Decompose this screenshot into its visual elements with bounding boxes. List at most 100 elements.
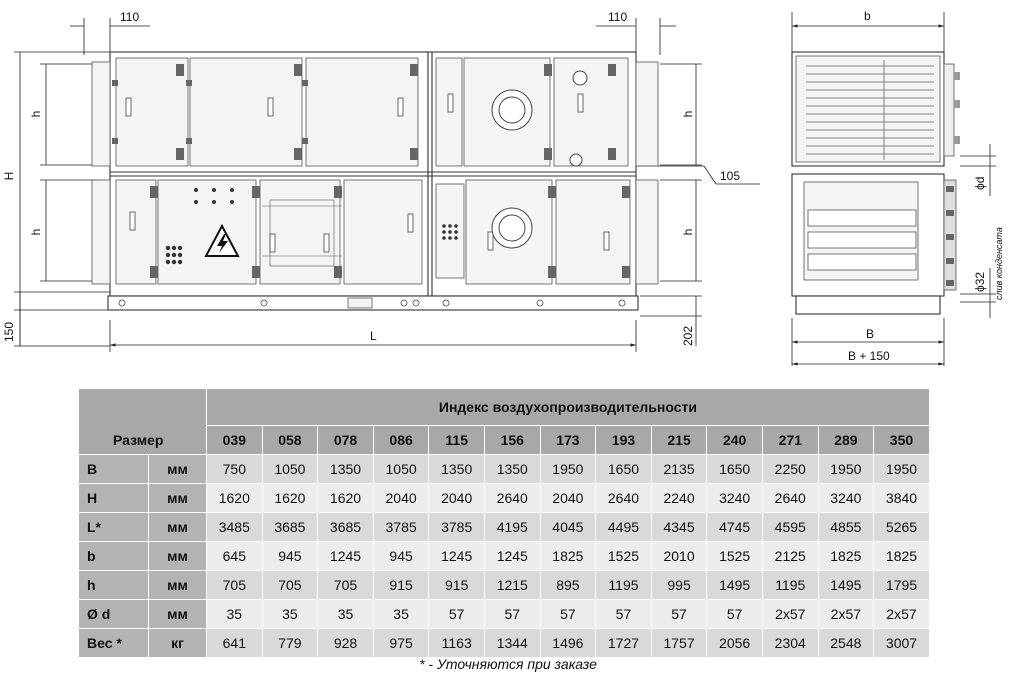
- index-cell: 039: [206, 425, 263, 455]
- value-cell: 1195: [761, 570, 819, 600]
- value-cell: 1525: [595, 541, 652, 571]
- dim-150: 150: [2, 322, 16, 342]
- unit-drawing: 110 110 H h h 150 h h: [2, 9, 1004, 366]
- value-cell: 5265: [873, 512, 930, 542]
- value-cell: 1245: [317, 541, 374, 571]
- value-cell: 1350: [428, 454, 485, 484]
- value-cell: 2040: [428, 483, 485, 513]
- index-cell: 156: [483, 425, 541, 455]
- value-cell: 1495: [706, 570, 763, 600]
- value-cell: 3685: [261, 512, 319, 542]
- size-header: Размер: [77, 388, 208, 455]
- dim-h-upper-left: h: [29, 111, 43, 118]
- value-cell: 3785: [428, 512, 485, 542]
- value-cell: 4195: [483, 512, 541, 542]
- value-cell: 1496: [539, 628, 597, 658]
- value-cell: 1620: [317, 483, 374, 513]
- value-cell: 2010: [650, 541, 708, 571]
- value-cell: 1825: [817, 541, 875, 571]
- value-cell: 3785: [372, 512, 430, 542]
- value-cell: 1620: [206, 483, 263, 513]
- value-cell: 3685: [317, 512, 374, 542]
- row-unit: мм: [147, 454, 208, 484]
- dim-110-right: 110: [608, 10, 627, 24]
- value-cell: 2304: [761, 628, 819, 658]
- dim-H: H: [2, 172, 16, 181]
- value-cell: 705: [206, 570, 263, 600]
- row-unit: мм: [147, 599, 208, 629]
- index-cell: 115: [428, 425, 485, 455]
- value-cell: 705: [317, 570, 374, 600]
- index-cell: 078: [317, 425, 374, 455]
- value-cell: 895: [539, 570, 597, 600]
- value-cell: 1350: [317, 454, 374, 484]
- value-cell: 641: [206, 628, 263, 658]
- row-name: Вес *: [78, 628, 149, 658]
- value-cell: 1950: [873, 454, 930, 484]
- value-cell: 1495: [817, 570, 875, 600]
- value-cell: 2x57: [817, 599, 875, 629]
- value-cell: 1825: [539, 541, 597, 571]
- value-cell: 57: [539, 599, 597, 629]
- value-cell: 1650: [706, 454, 763, 484]
- value-cell: 3840: [873, 483, 930, 513]
- value-cell: 4745: [706, 512, 763, 542]
- value-cell: 945: [261, 541, 319, 571]
- dim-b: b: [864, 9, 871, 23]
- value-cell: 2056: [706, 628, 763, 658]
- index-cell: 173: [539, 425, 597, 455]
- row-unit: мм: [147, 541, 208, 571]
- dim-202: 202: [681, 326, 695, 346]
- value-cell: 2640: [761, 483, 819, 513]
- value-cell: 750: [206, 454, 263, 484]
- dim-phi-32: ϕ32: [973, 272, 987, 292]
- dim-B-plus-150: B + 150: [848, 349, 890, 363]
- value-cell: 1950: [539, 454, 597, 484]
- value-cell: 995: [650, 570, 708, 600]
- value-cell: 3240: [817, 483, 875, 513]
- value-cell: 1757: [650, 628, 708, 658]
- side-view: b: [791, 9, 1004, 366]
- value-cell: 4345: [650, 512, 708, 542]
- value-cell: 1050: [261, 454, 319, 484]
- index-cell: 271: [761, 425, 819, 455]
- value-cell: 1195: [595, 570, 652, 600]
- value-cell: 1050: [372, 454, 430, 484]
- value-cell: 2x57: [873, 599, 930, 629]
- value-cell: 35: [261, 599, 319, 629]
- value-cell: 57: [428, 599, 485, 629]
- dim-h-lower-right: h: [681, 229, 695, 236]
- value-cell: 928: [317, 628, 374, 658]
- value-cell: 1245: [483, 541, 541, 571]
- row-unit: мм: [147, 570, 208, 600]
- value-cell: 945: [372, 541, 430, 571]
- value-cell: 1163: [428, 628, 485, 658]
- index-cell: 086: [372, 425, 430, 455]
- value-cell: 3240: [706, 483, 763, 513]
- value-cell: 1950: [817, 454, 875, 484]
- value-cell: 915: [428, 570, 485, 600]
- value-cell: 2548: [817, 628, 875, 658]
- value-cell: 975: [372, 628, 430, 658]
- value-cell: 2040: [539, 483, 597, 513]
- value-cell: 57: [595, 599, 652, 629]
- row-name: b: [78, 541, 149, 571]
- dim-h-lower-left: h: [29, 229, 43, 236]
- dim-phi-d: ϕd: [973, 177, 987, 190]
- value-cell: 645: [206, 541, 263, 571]
- value-cell: 35: [317, 599, 374, 629]
- footnote: * - Уточняются при заказе: [419, 656, 597, 672]
- value-cell: 2135: [650, 454, 708, 484]
- value-cell: 2250: [761, 454, 819, 484]
- value-cell: 915: [372, 570, 430, 600]
- row-name: Ø d: [78, 599, 149, 629]
- spec-table: Размер Индекс воздухопроизводительности …: [77, 388, 930, 658]
- row-name: B: [78, 454, 149, 484]
- index-cell: 058: [261, 425, 319, 455]
- value-cell: 2x57: [761, 599, 819, 629]
- value-cell: 1650: [595, 454, 652, 484]
- value-cell: 35: [206, 599, 263, 629]
